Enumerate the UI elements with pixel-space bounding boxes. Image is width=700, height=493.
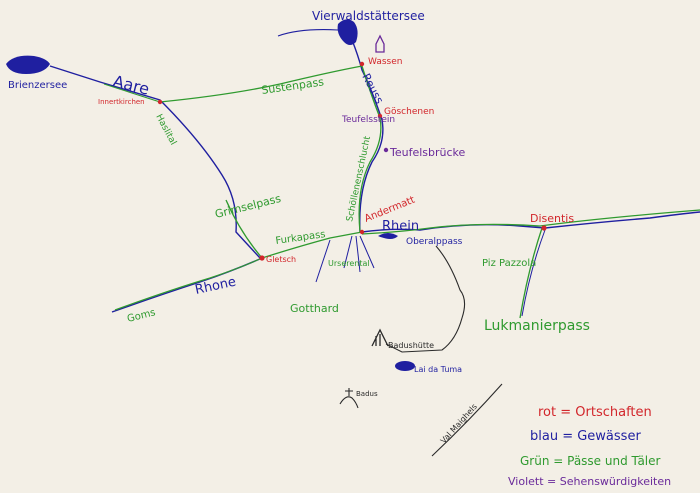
brienzersee-label: Brienzersee bbox=[8, 80, 67, 91]
oberalp-lake bbox=[378, 233, 398, 239]
rhein-label: Rhein bbox=[382, 219, 419, 234]
haslital-label: Haslital bbox=[153, 113, 178, 147]
oberalppass-label: Oberalppass bbox=[406, 237, 463, 247]
val-maighels-label: Val Maighels bbox=[439, 402, 479, 445]
goeschenen-dot bbox=[377, 113, 383, 119]
badus-peak-icon bbox=[339, 388, 359, 409]
vierwaldstaettersee-lake bbox=[337, 19, 358, 45]
reuss-tributary bbox=[277, 29, 339, 37]
grimselpass-label: Grimselpass bbox=[214, 192, 283, 221]
rhein-river bbox=[361, 211, 700, 233]
legend-gruen: Grün = Pässe und Täler bbox=[520, 454, 661, 468]
lai-da-tuma-label: Lai da Tuma bbox=[414, 365, 462, 374]
lukmanierpass-route bbox=[519, 227, 543, 319]
goms-route bbox=[114, 257, 263, 311]
oberalppass-route bbox=[361, 209, 700, 235]
innertkirchen-label: Innertkirchen bbox=[98, 98, 145, 106]
aare-river bbox=[49, 65, 261, 259]
badushuette-label: Badushütte bbox=[388, 341, 434, 350]
innertkirchen-dot bbox=[157, 99, 163, 105]
goms-label: Goms bbox=[126, 307, 157, 325]
sustenpass-label: Sustenpass bbox=[261, 75, 325, 97]
sustenpass-route bbox=[159, 65, 363, 103]
gletsch-dot bbox=[259, 255, 265, 261]
teufelsstein-label: Teufelsstein bbox=[341, 115, 395, 125]
urseren-stream-1 bbox=[343, 235, 353, 269]
reuss-label: Reuss bbox=[359, 71, 386, 106]
urseren-stream-3 bbox=[359, 235, 375, 269]
reuss-river bbox=[351, 39, 384, 233]
grimselpass-route bbox=[225, 199, 263, 259]
rhone-label: Rhone bbox=[194, 275, 238, 298]
gotthard-label: Gotthard bbox=[290, 302, 339, 315]
disentis-dot bbox=[541, 225, 547, 231]
urseren-stream-2 bbox=[355, 235, 361, 273]
teufelsbruecke-dot bbox=[383, 147, 389, 153]
legend: rot = Ortschaften blau = Gewässer Grün =… bbox=[508, 405, 671, 488]
gletsch-label: Gletsch bbox=[266, 255, 296, 264]
val-maighels-line bbox=[431, 383, 503, 457]
lukmanierpass-label: Lukmanierpass bbox=[484, 318, 590, 334]
urserental-label: Urserental bbox=[328, 259, 370, 268]
vierwaldstaettersee-label: Vierwaldstättersee bbox=[312, 9, 425, 23]
schoellenen-route bbox=[358, 65, 382, 233]
furkapass-label: Furkapass bbox=[275, 229, 326, 247]
badushuette-hut-icon bbox=[371, 328, 389, 347]
badus-label: Badus bbox=[356, 390, 378, 398]
legend-blau: blau = Gewässer bbox=[530, 429, 641, 444]
andermatt-dot bbox=[359, 229, 365, 235]
brienzersee-lake bbox=[6, 55, 50, 74]
aare-label: Aare bbox=[111, 71, 151, 98]
wassen-dot bbox=[359, 61, 365, 67]
lai-da-tuma-lake bbox=[395, 361, 415, 371]
gotthard-stream bbox=[315, 239, 331, 283]
wassen-church-icon bbox=[375, 34, 385, 53]
legend-rot: rot = Ortschaften bbox=[538, 405, 652, 420]
wassen-label: Wassen bbox=[368, 57, 402, 67]
furkapass-route bbox=[261, 231, 363, 259]
goeschenen-label: Göschenen bbox=[384, 107, 434, 117]
piz-pazzola-label: Piz Pazzola bbox=[482, 258, 536, 269]
disentis-label: Disentis bbox=[530, 212, 574, 225]
hiking-path bbox=[385, 245, 466, 353]
legend-violett: Violett = Sehenswürdigkeiten bbox=[508, 475, 671, 488]
lukmanier-stream bbox=[521, 229, 546, 317]
teufelsbruecke-label: Teufelsbrücke bbox=[389, 146, 466, 159]
haslital-route bbox=[103, 83, 161, 103]
